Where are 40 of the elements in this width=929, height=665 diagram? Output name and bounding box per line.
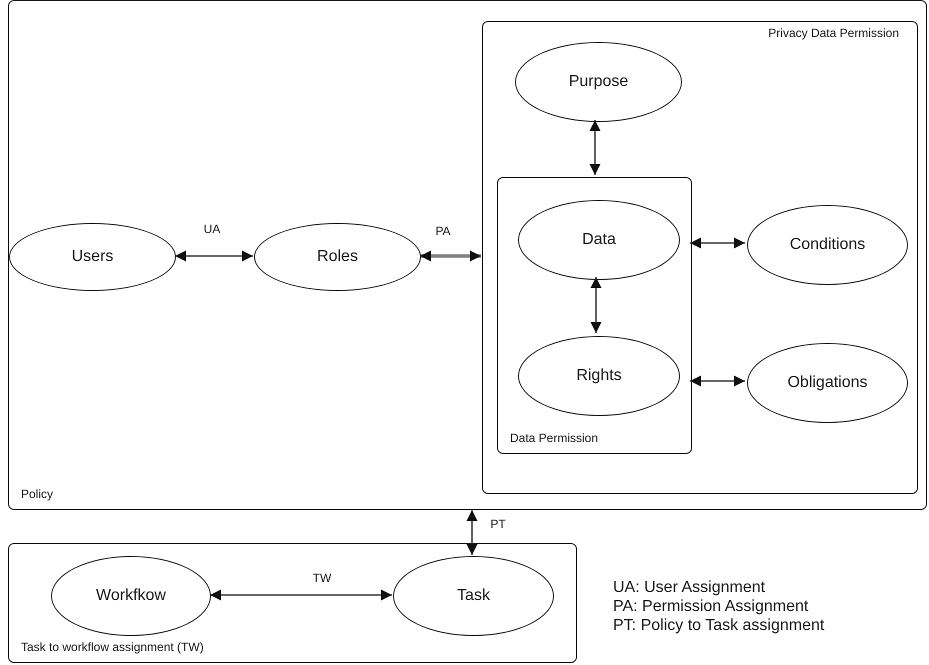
ellipse-node — [747, 205, 908, 285]
ellipse-node — [518, 336, 680, 416]
ellipse-node — [518, 200, 680, 280]
node-label: Obligations — [787, 374, 868, 392]
group-label: Policy — [21, 487, 54, 501]
double-arrow — [420, 250, 481, 262]
group-box — [8, 0, 927, 510]
ellipse-node — [515, 42, 682, 122]
double-arrow — [590, 120, 600, 175]
group-box — [497, 177, 692, 454]
node-label: Data — [582, 231, 616, 249]
node-label: Users — [72, 248, 114, 266]
ellipse-node — [747, 343, 908, 423]
group-label: Privacy Data Permission — [768, 26, 899, 40]
abbreviation-note: PA: Permission Assignment — [613, 597, 810, 616]
edge-label: TW — [310, 571, 334, 585]
ellipse-node — [9, 223, 176, 291]
node-label: Task — [457, 587, 490, 605]
node-label: Roles — [317, 248, 358, 266]
ellipse-node — [393, 556, 554, 636]
group-label: Data Permission — [510, 431, 598, 445]
edge-label: PT — [488, 517, 508, 531]
node-label: Workfkow — [96, 587, 166, 605]
double-arrow — [175, 250, 253, 262]
group-label: Task to workflow assignment (TW) — [21, 640, 204, 654]
double-arrow — [210, 590, 392, 600]
abbreviation-note: PT: Policy to Task assignment — [613, 616, 824, 635]
ellipse-node — [51, 556, 211, 636]
group-box — [482, 21, 918, 494]
node-label: Rights — [576, 367, 622, 385]
double-arrow — [690, 238, 745, 248]
node-label: Purpose — [568, 73, 628, 91]
node-label: Conditions — [790, 236, 866, 254]
edge-label: UA — [202, 222, 222, 236]
double-arrow — [590, 277, 602, 333]
ellipse-node — [254, 223, 421, 291]
double-arrow — [466, 510, 478, 555]
abbreviation-note: UA: User Assignment — [613, 578, 766, 597]
edge-label: PA — [433, 224, 453, 238]
double-arrow — [690, 376, 745, 386]
